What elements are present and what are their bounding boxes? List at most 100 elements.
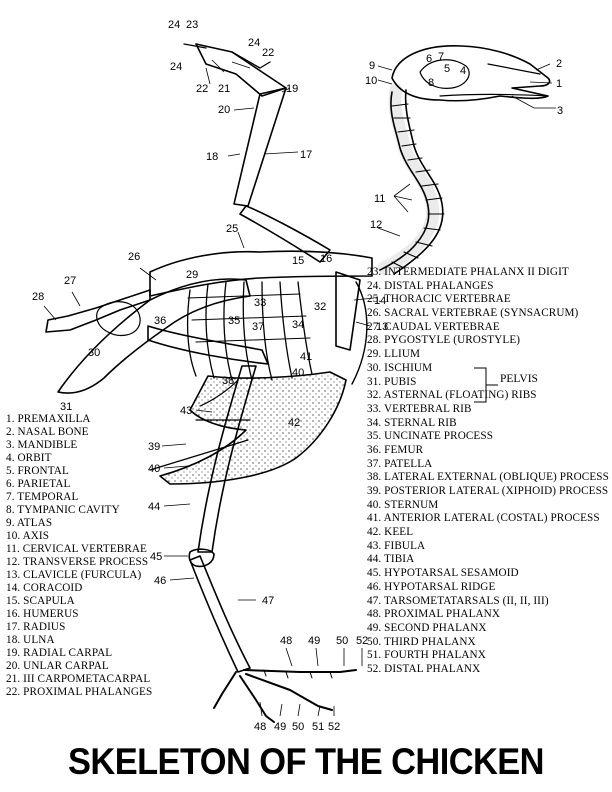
callout-33: 33 — [254, 297, 266, 309]
legend-item: 48. PROXIMAL PHALANX — [367, 608, 501, 621]
callout-14: 14 — [374, 295, 386, 307]
legend-item: 22. PROXIMAL PHALANGES — [6, 686, 153, 698]
tarsometatarsus — [189, 555, 251, 673]
legend-item: 17. RADIUS — [6, 621, 66, 633]
wing-humerus — [233, 87, 287, 207]
pelvis — [57, 278, 251, 394]
callout-18: 18 — [206, 151, 218, 163]
skeleton-bones — [45, 43, 551, 723]
callout-36: 36 — [154, 315, 166, 327]
callout-9: 9 — [369, 60, 375, 72]
callout-46: 46 — [154, 575, 166, 587]
synsacrum — [149, 250, 373, 297]
pelvis-bracket — [474, 367, 498, 403]
legend-item: 23. INTERMEDIATE PHALANX II DIGIT — [367, 266, 569, 278]
callout-7: 7 — [438, 51, 444, 63]
legend-item: 26. SACRAL VERTEBRAE (SYNSACRUM) — [367, 307, 579, 320]
callout-22a: 22 — [196, 83, 208, 95]
coracoid — [335, 271, 361, 351]
callout-48b: 48 — [254, 721, 266, 733]
callout-49b: 49 — [274, 721, 286, 733]
legend-item: 5. FRONTAL — [6, 465, 69, 477]
legend-item: 10. AXIS — [6, 530, 50, 542]
legend-item: 52. DISTAL PHALANX — [367, 662, 481, 675]
callout-52b: 52 — [328, 721, 340, 733]
legend-item: 19. RADIAL CARPAL — [6, 647, 113, 659]
legend-left: 1. PREMAXILLA 2. NASAL BONE 3. MANDIBLE … — [6, 413, 152, 699]
legend-item: 43. FIBULA — [367, 539, 426, 552]
legend-item: 51. FOURTH PHALANX — [367, 649, 486, 662]
callout-35: 35 — [228, 315, 240, 327]
callout-20: 20 — [218, 104, 230, 116]
callout-48a: 48 — [280, 635, 292, 647]
legend-item: 42. KEEL — [367, 526, 414, 539]
callout-22b: 22 — [262, 47, 274, 59]
callout-25: 25 — [226, 223, 238, 235]
sternum-keel — [159, 371, 347, 485]
callout-16: 16 — [320, 253, 332, 265]
legend-item: 41. ANTERIOR LATERAL (COSTAL) PROCESS — [367, 512, 600, 525]
legend-item: 45. HYPOTARSAL SESAMOID — [367, 567, 519, 580]
leader-lines — [43, 59, 556, 717]
legend-item: 21. III CARPOMETACARPAL — [6, 673, 151, 685]
legend-item: 30. ISCHIUM — [367, 361, 433, 374]
callout-29: 29 — [186, 269, 198, 281]
callout-37: 37 — [252, 321, 264, 333]
hock-joint — [188, 548, 215, 568]
legend-item: 25. THORACIC VERTEBRAE — [367, 293, 511, 306]
legend-item: 16. HUMERUS — [6, 608, 79, 620]
legend-item: 31. PUBIS — [367, 375, 417, 388]
callout-41: 41 — [300, 351, 312, 363]
ribcage — [186, 281, 313, 381]
callout-24c: 24 — [248, 37, 260, 49]
legend-item: 39. POSTERIOR LATERAL (XIPHOID) PROCESS — [367, 485, 609, 497]
pelvis-group-label: PELVIS — [500, 373, 538, 385]
mandible — [439, 93, 549, 97]
legend-item: 1. PREMAXILLA — [6, 413, 91, 425]
legend-item: 29. LLIUM — [367, 348, 421, 361]
callout-13: 13 — [376, 321, 388, 333]
callout-32: 32 — [314, 301, 326, 313]
legend-item: 6. PARIETAL — [6, 478, 71, 490]
callout-3: 3 — [557, 105, 563, 117]
legend-item: 46. HYPOTARSAL RIDGE — [367, 580, 496, 593]
legend-item: 11. CERVICAL VERTEBRAE — [6, 543, 147, 555]
legend-item: 47. TARSOMETATARSALS (II, II, III) — [367, 594, 549, 607]
legend-item: 12. TRANSVERSE PROCESS — [6, 556, 149, 568]
callout-50b: 50 — [292, 721, 304, 733]
callout-52a: 52 — [356, 635, 368, 647]
callout-6: 6 — [426, 53, 432, 65]
skull-detail — [419, 59, 470, 89]
legend-item: 36. FEMUR — [367, 443, 424, 456]
legend-item: 28. PYGOSTYLE (UROSTYLE) — [367, 334, 521, 347]
legend-item: 14. CORACOID — [6, 582, 83, 594]
callout-40a: 40 — [148, 463, 160, 475]
legend-item: 15. SCAPULA — [6, 595, 75, 607]
legend-item: 33. VERTEBRAL RIB — [367, 402, 472, 415]
legend-item: 27. CAUDAL VERTEBRAE — [367, 320, 500, 333]
callout-numbers: 2 1 3 4 5 6 7 8 9 10 11 12 13 14 15 16 1… — [32, 19, 563, 733]
legend-item: 18. ULNA — [6, 634, 55, 646]
callout-8: 8 — [428, 77, 434, 89]
callout-44: 44 — [148, 501, 160, 513]
callout-38: 38 — [222, 375, 234, 387]
femur — [147, 325, 269, 365]
legend-item: 7. TEMPORAL — [6, 491, 79, 503]
legend-item: 35. UNCINATE PROCESS — [367, 430, 494, 443]
cervical-vertebrae — [377, 83, 440, 275]
callout-26: 26 — [128, 251, 140, 263]
legend-item: 49. SECOND PHALANX — [367, 621, 487, 634]
callout-30: 30 — [88, 347, 100, 359]
callout-5: 5 — [444, 63, 450, 75]
callout-50a: 50 — [336, 635, 348, 647]
callout-17: 17 — [300, 149, 312, 161]
callout-39: 39 — [148, 441, 160, 453]
skull — [391, 45, 551, 102]
callout-10: 10 — [365, 75, 377, 87]
tibia — [197, 365, 257, 553]
legend-item: 34. STERNAL RIB — [367, 416, 457, 429]
legend-item: 9. ATLAS — [6, 517, 53, 529]
legend-item: 20. UNLAR CARPAL — [6, 660, 109, 672]
